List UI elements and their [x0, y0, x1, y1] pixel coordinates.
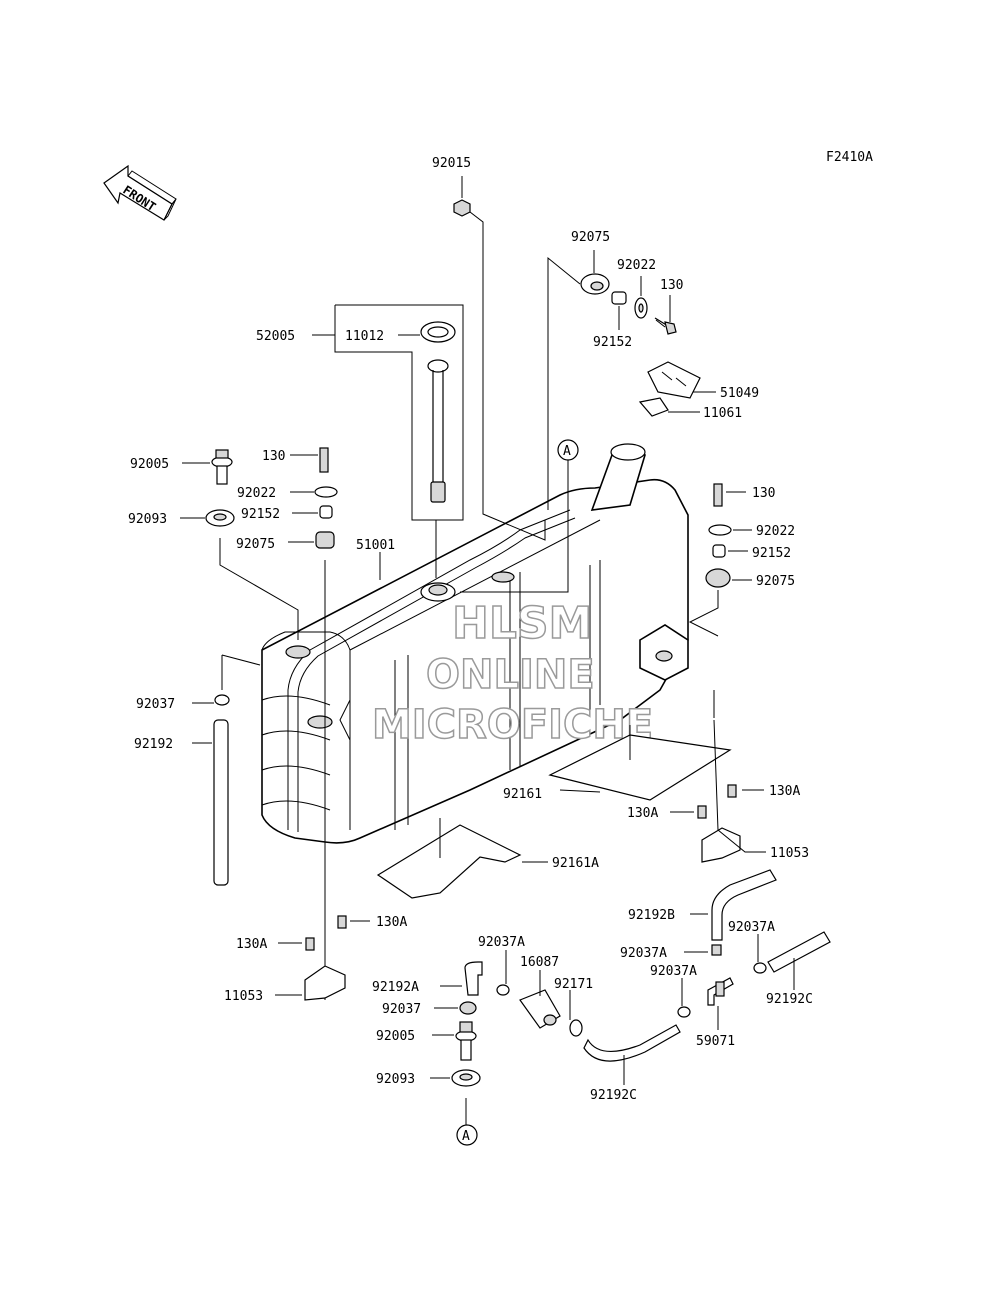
label-92192B: 92192B — [628, 908, 675, 923]
part-92152-top — [611, 291, 627, 330]
part-130-left — [290, 447, 329, 473]
label-92161: 92161 — [503, 787, 542, 802]
label-92005-low: 92005 — [376, 1029, 415, 1044]
part-92005-left — [182, 449, 233, 485]
part-130A-right-2 — [670, 805, 707, 819]
part-130-right — [713, 483, 746, 507]
part-92037-low — [434, 1001, 477, 1015]
part-11053-left — [275, 965, 346, 1001]
label-92037A-2: 92037A — [620, 946, 667, 961]
watermark-line2: ONLINE — [426, 652, 595, 698]
part-130A-left-2 — [278, 937, 315, 951]
part-92192-left — [192, 719, 229, 886]
part-92015 — [453, 176, 546, 541]
label-11053-right: 11053 — [770, 846, 809, 861]
part-51049-fuel-cap — [638, 361, 716, 417]
label-16087: 16087 — [520, 955, 559, 970]
svg-text:A: A — [563, 444, 571, 459]
label-59071: 59071 — [696, 1034, 735, 1049]
part-92075-left — [288, 531, 335, 1000]
label-92037A-4: 92037A — [650, 964, 697, 979]
part-92005-low — [432, 1021, 477, 1061]
watermark-line1: HLSM — [452, 598, 592, 649]
label-92171: 92171 — [554, 977, 593, 992]
part-92192C-right — [767, 931, 831, 990]
part-92037-left — [192, 654, 261, 706]
part-92037A-mid — [684, 944, 722, 956]
label-92075-top: 92075 — [571, 230, 610, 245]
part-11053-right — [701, 690, 766, 863]
part-130A-right-1 — [727, 784, 764, 798]
label-130A-left-1: 130A — [376, 915, 407, 930]
label-11053-left: 11053 — [224, 989, 263, 1004]
label-92037A-1: 92037A — [478, 935, 525, 950]
part-52005-fuel-gauge — [312, 304, 464, 578]
label-130A-right-1: 130A — [769, 784, 800, 799]
part-92093-low — [430, 1069, 481, 1125]
label-92075-right: 92075 — [756, 574, 795, 589]
part-92161A-shield — [376, 818, 548, 899]
part-130-top — [654, 295, 677, 335]
label-92152-top: 92152 — [593, 335, 632, 350]
label-51049: 51049 — [720, 386, 759, 401]
part-59071-tee-joint — [707, 977, 734, 1030]
label-92192C-right: 92192C — [766, 992, 813, 1007]
label-92161A: 92161A — [552, 856, 599, 871]
label-92022-right: 92022 — [756, 524, 795, 539]
label-92093-left: 92093 — [128, 512, 167, 527]
label-130A-right-2: 130A — [627, 806, 658, 821]
part-92022-right — [708, 524, 752, 536]
part-92022-top — [634, 276, 648, 319]
label-130-left: 130 — [262, 449, 285, 464]
label-92022-left: 92022 — [237, 486, 276, 501]
label-92152-right: 92152 — [752, 546, 791, 561]
part-92093-left — [180, 509, 299, 640]
label-51001: 51001 — [356, 538, 395, 553]
part-92037A-low — [677, 978, 691, 1018]
watermark: HLSM ONLINE MICROFICHE — [371, 597, 654, 749]
part-92152-right — [712, 544, 748, 558]
label-92192A: 92192A — [372, 980, 419, 995]
label-92037-low: 92037 — [382, 1002, 421, 1017]
fuel-tank-51001 — [261, 443, 689, 844]
part-92192B — [690, 869, 777, 941]
section-marker-top: A — [460, 439, 579, 593]
part-92192C-lower — [583, 1024, 681, 1085]
part-92192A — [440, 961, 483, 996]
part-130A-left-1 — [337, 915, 370, 929]
label-92037A-3: 92037A — [728, 920, 775, 935]
part-92161-shield — [548, 725, 732, 801]
part-92075-top — [547, 250, 610, 510]
part-92152-left — [292, 505, 333, 519]
label-92192C-lower: 92192C — [590, 1088, 637, 1103]
label-11061: 11061 — [703, 406, 742, 421]
section-marker-bottom: A — [456, 1124, 478, 1146]
part-16087-fuel-filter — [519, 970, 561, 1029]
label-92075-left: 92075 — [236, 537, 275, 552]
label-92022-top: 92022 — [617, 258, 656, 273]
figure-id: F2410A — [826, 150, 873, 165]
front-direction-arrow: FRONT — [103, 164, 177, 221]
label-130A-left-2: 130A — [236, 937, 267, 952]
label-92192-left: 92192 — [134, 737, 173, 752]
part-92075-right — [688, 568, 752, 637]
label-92093-low: 92093 — [376, 1072, 415, 1087]
label-92015: 92015 — [432, 156, 471, 171]
svg-text:A: A — [462, 1129, 470, 1144]
part-92022-left — [290, 486, 338, 498]
label-11012: 11012 — [345, 329, 384, 344]
label-92152-left: 92152 — [241, 507, 280, 522]
part-92037A-left — [496, 950, 510, 996]
part-92171-clamp — [569, 990, 583, 1037]
watermark-line3: MICROFICHE — [372, 702, 653, 748]
label-92005-left: 92005 — [130, 457, 169, 472]
part-92037A-right — [753, 934, 767, 974]
label-130-right: 130 — [752, 486, 775, 501]
label-52005: 52005 — [256, 329, 295, 344]
label-130-top: 130 — [660, 278, 683, 293]
label-92037-left: 92037 — [136, 697, 175, 712]
